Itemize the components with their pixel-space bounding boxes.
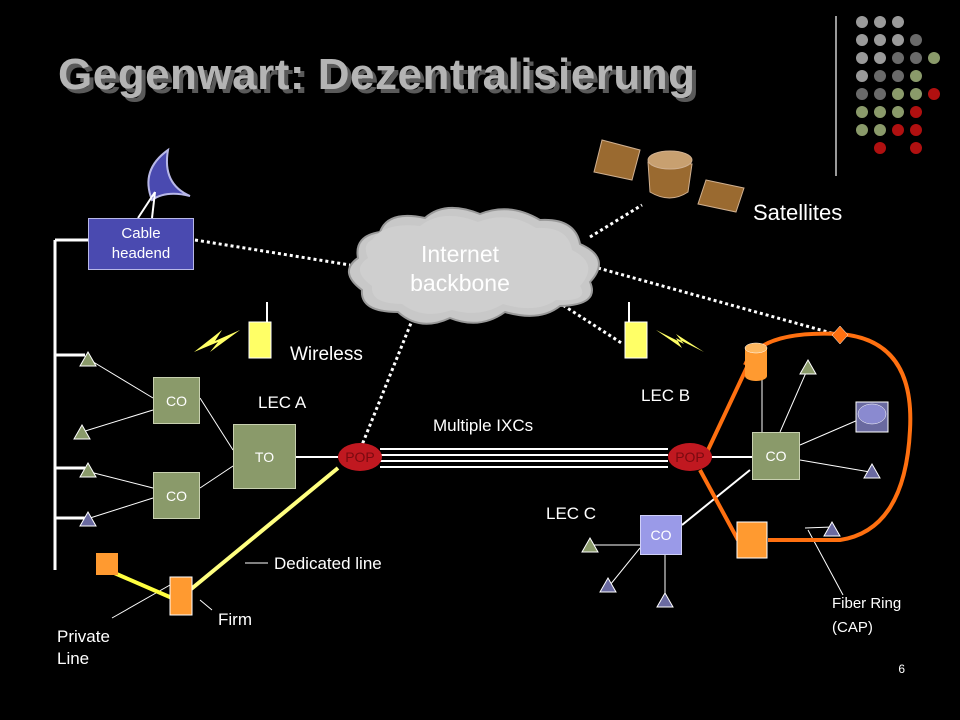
cable-headend-label-line2: headend — [111, 245, 171, 262]
backbone-links — [194, 203, 836, 451]
fiber-ring-label-line2: (CAP) — [832, 619, 873, 636]
co-box: CO — [153, 472, 200, 519]
ixc-trunk — [296, 448, 752, 526]
ring-node-diamond — [831, 325, 849, 345]
storage-cylinder-icon — [744, 342, 768, 381]
pop-node: POP — [668, 443, 712, 471]
satellites-label: Satellites — [753, 200, 843, 225]
cloud-line1: Internet — [421, 241, 499, 267]
private-line-label: Private Line — [57, 626, 110, 670]
pop-node: POP — [338, 443, 382, 471]
internet-backbone-cloud — [348, 207, 600, 325]
dedicated-line — [188, 466, 340, 592]
firm-label: Firm — [218, 610, 252, 629]
co-box: CO — [153, 377, 200, 424]
dedicated-line-label: Dedicated line — [274, 554, 382, 573]
cable-tree — [53, 238, 90, 570]
wireless-label: Wireless — [290, 344, 363, 365]
private-line — [111, 570, 173, 600]
fiber-ring-label-line1: Fiber Ring — [832, 595, 902, 612]
router-icon — [855, 401, 889, 433]
to-box: TO — [233, 424, 296, 489]
page-title: Gegenwart: Dezentralisierung — [58, 50, 696, 99]
cable-headend-label-line1: Cable — [121, 225, 161, 242]
internet-backbone-label: Internet backbone — [400, 240, 520, 298]
cable-headend-box: Cable headend — [88, 218, 194, 270]
lec-a-label: LEC A — [258, 393, 307, 412]
co-box: CO — [752, 432, 800, 480]
firm-node-box — [169, 576, 193, 616]
cloud-line2: backbone — [410, 270, 510, 296]
access-lines — [81, 359, 871, 619]
wireless-phone-icon — [194, 302, 272, 359]
fiber-ring-label: Fiber Ring (CAP) — [832, 592, 901, 640]
private-line-node-box — [96, 553, 118, 575]
cable-antenna-icon — [137, 147, 191, 219]
private-line-label-line1: Private — [57, 627, 110, 646]
multiple-ixcs-label: Multiple IXCs — [433, 416, 534, 435]
satellite-icon — [593, 139, 745, 213]
page-number: 6 — [898, 662, 905, 676]
private-line-label-line2: Line — [57, 649, 90, 668]
wireless-phone-icon — [624, 302, 704, 359]
cap-node-box — [736, 521, 768, 559]
lec-c-co-box: CO — [640, 515, 682, 555]
fiber-ring — [698, 331, 913, 542]
subscriber-triangles — [73, 350, 881, 608]
lec-b-label: LEC B — [641, 386, 691, 405]
decorative-dot-grid — [856, 16, 940, 154]
lec-c-label: LEC C — [546, 504, 597, 523]
